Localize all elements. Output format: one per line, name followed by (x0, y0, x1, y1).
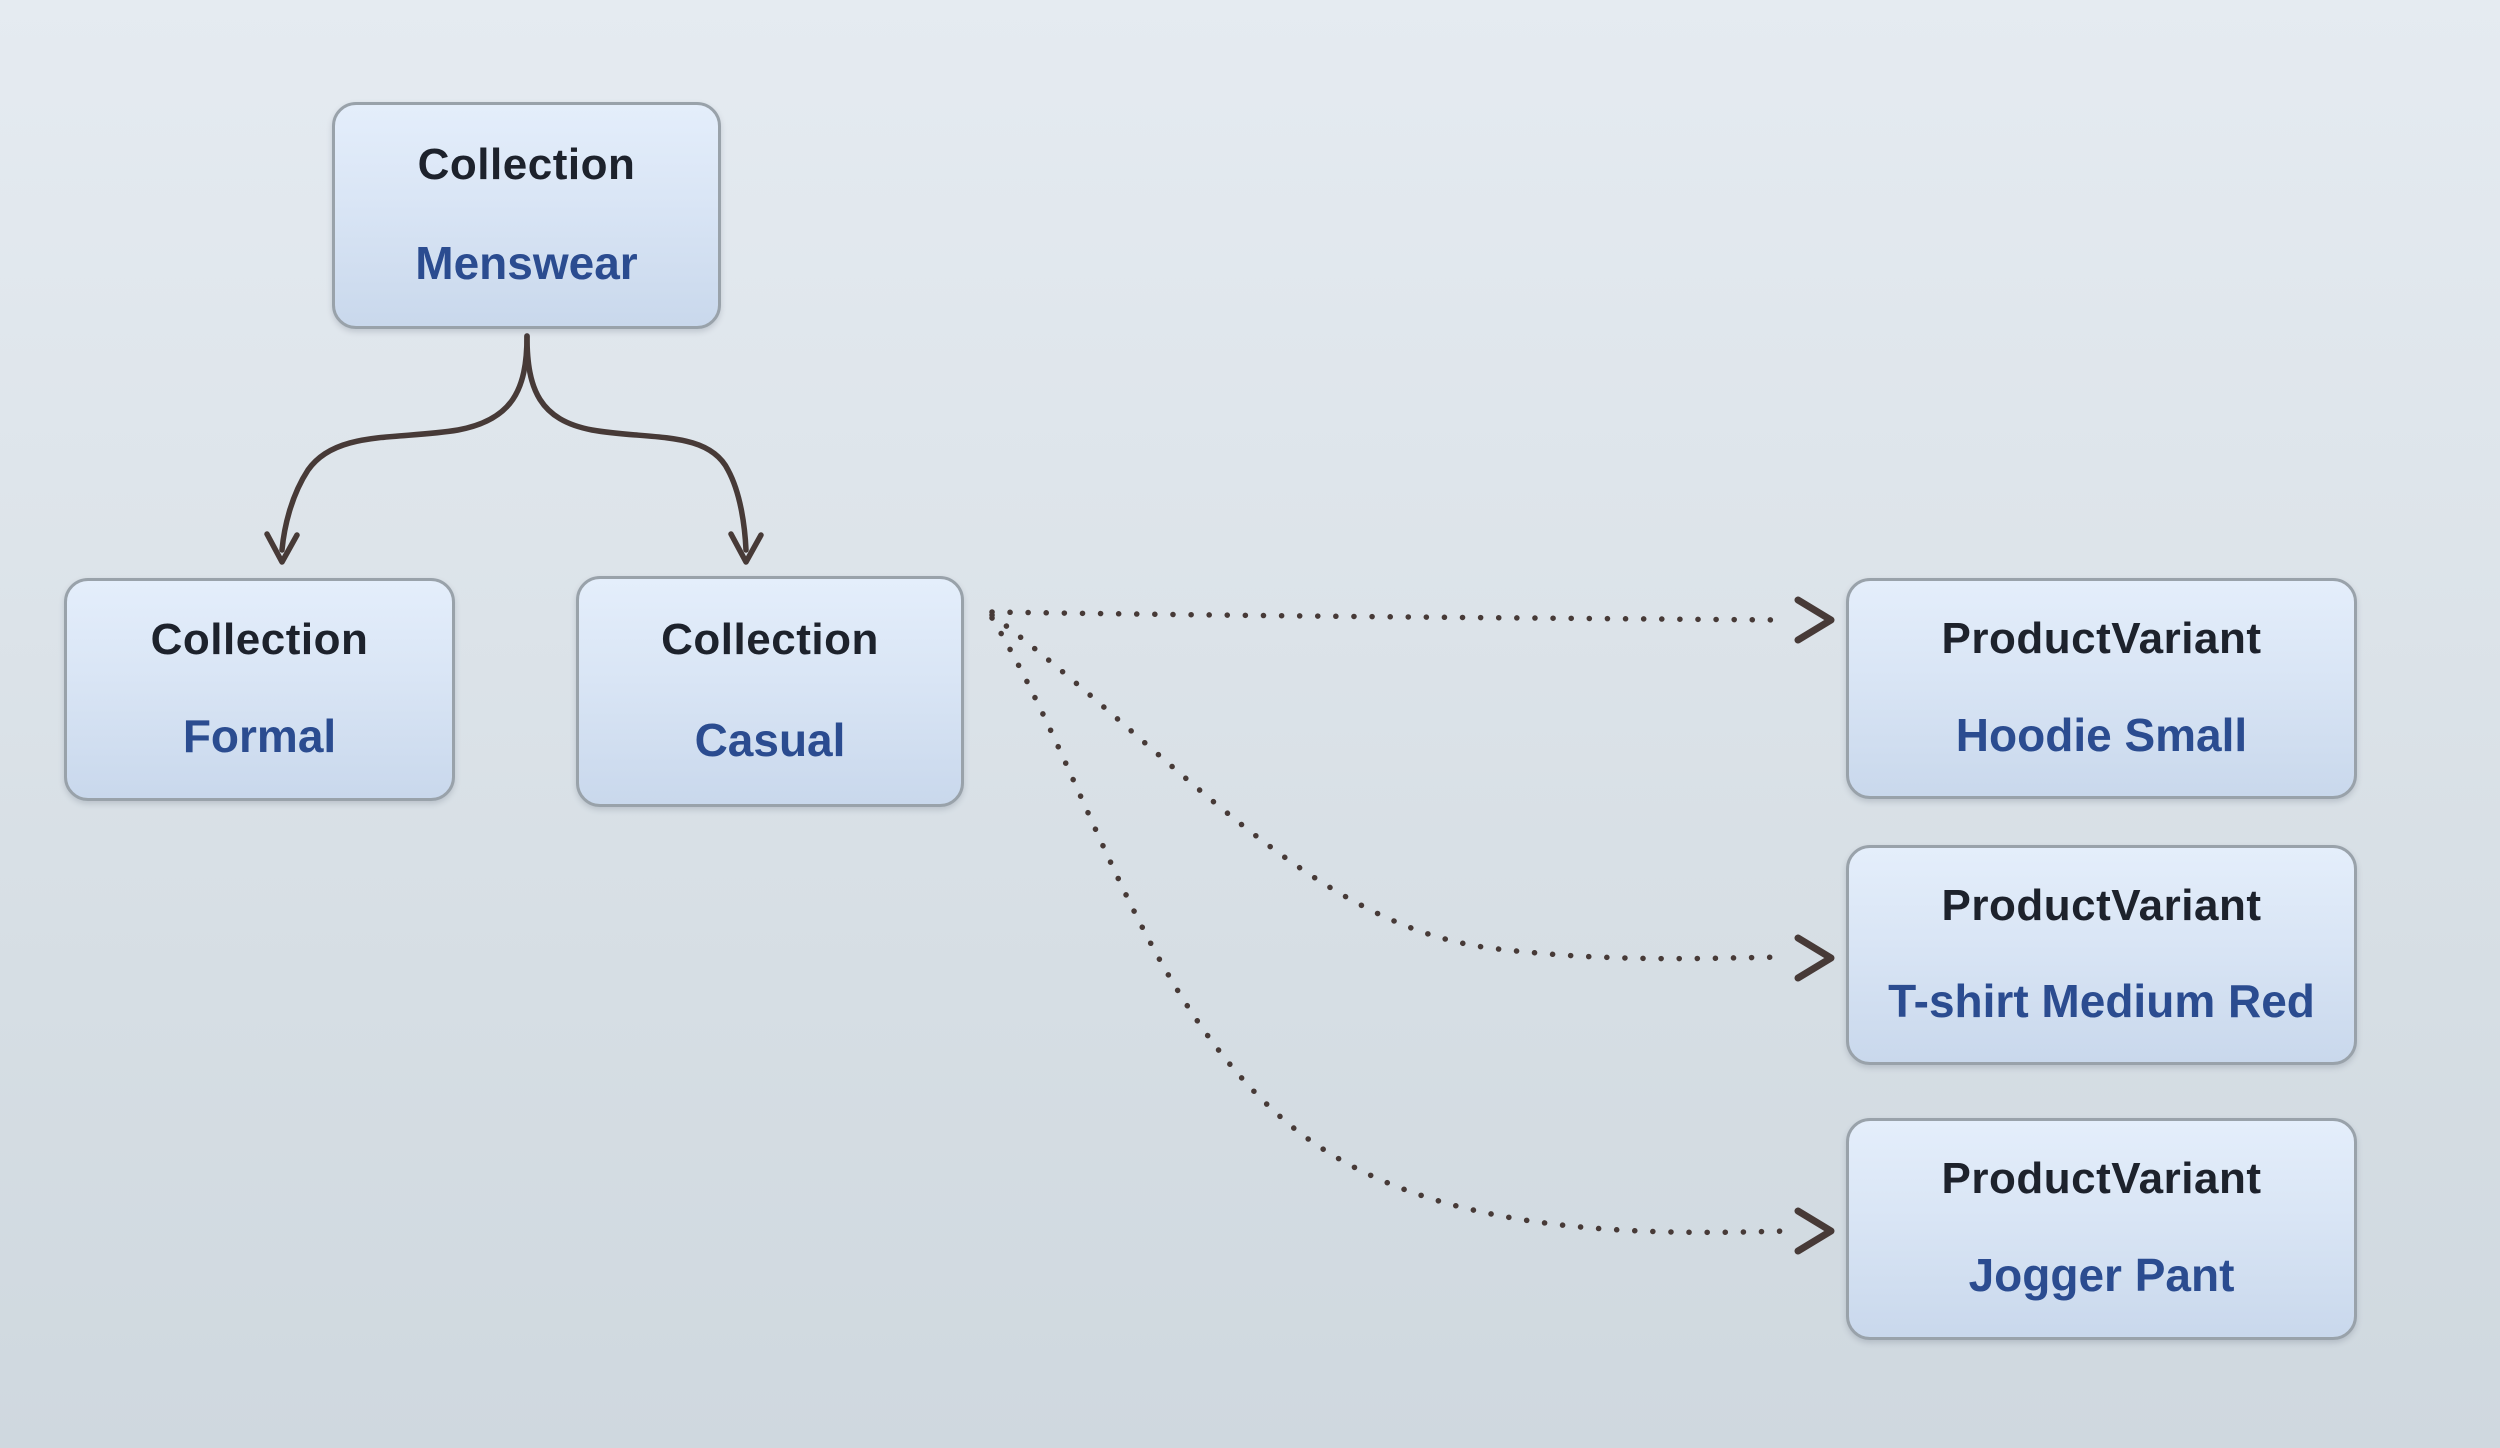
node-type-label: Collection (150, 614, 369, 664)
node-collection-casual: Collection Casual (576, 576, 964, 807)
node-name-label: Hoodie Small (1955, 708, 2248, 761)
edge-casual-to-tshirt-arrowhead-icon (1794, 934, 1835, 982)
node-name-label: Formal (182, 710, 337, 763)
node-productvariant-tshirt-medium-red: ProductVariant T-shirt Medium Red (1846, 845, 2357, 1065)
edge-menswear-to-formal-arrowhead-icon (264, 531, 300, 565)
edge-casual-to-jogger-line (989, 615, 1789, 1236)
node-type-label: ProductVariant (1941, 1154, 2262, 1204)
node-name-label: Jogger Pant (1968, 1249, 2235, 1302)
edge-casual-to-hoodie-arrowhead-icon (1794, 596, 1835, 644)
node-type-label: ProductVariant (1941, 614, 2262, 664)
node-type-label: Collection (417, 139, 636, 189)
edge-casual-to-hoodie-line (989, 609, 1789, 623)
edge-casual-to-tshirt-line (989, 612, 1789, 962)
node-name-label: Casual (694, 713, 846, 766)
edge-menswear-to-casual-line (524, 333, 749, 553)
node-productvariant-jogger-pant: ProductVariant Jogger Pant (1846, 1118, 2357, 1340)
node-type-label: ProductVariant (1941, 880, 2262, 930)
edge-menswear-to-casual-arrowhead-icon (728, 531, 764, 565)
node-name-label: T-shirt Medium Red (1888, 975, 2315, 1027)
node-type-label: Collection (661, 614, 879, 664)
edge-casual-to-jogger-arrowhead-icon (1794, 1207, 1835, 1255)
node-productvariant-hoodie-small: ProductVariant Hoodie Small (1846, 578, 2357, 799)
node-name-label: Menswear (415, 237, 638, 289)
node-collection-menswear: Collection Menswear (332, 102, 721, 329)
node-collection-formal: Collection Formal (64, 578, 455, 801)
edge-menswear-to-formal-line (279, 333, 530, 553)
